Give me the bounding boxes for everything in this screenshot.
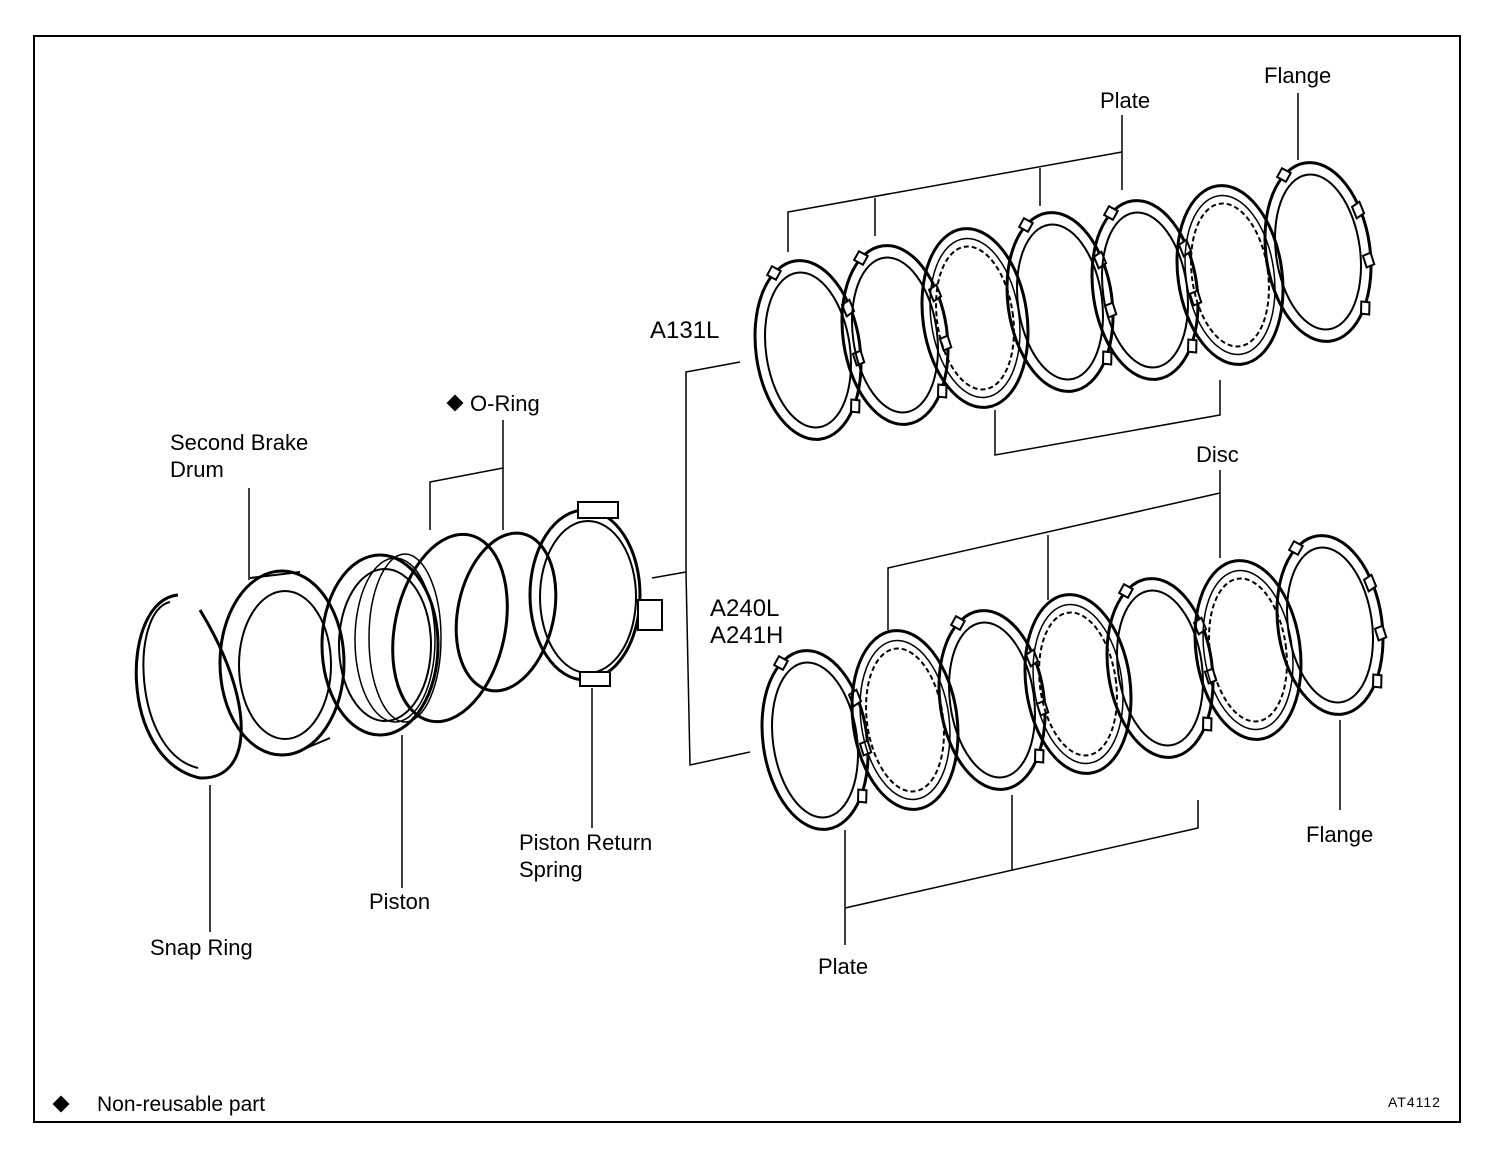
flange-top-label: Flange — [1264, 63, 1332, 88]
second-brake-drum-label-line2: Drum — [170, 457, 224, 482]
a131l-label: A131L — [650, 317, 720, 344]
a240l-label: A240L — [710, 595, 780, 622]
upper-plate-3 — [994, 203, 1128, 400]
lower-disc-1 — [839, 622, 971, 818]
o-ring-label: O-Ring — [470, 391, 540, 416]
piston-label: Piston — [369, 889, 431, 914]
second-brake-drum-drawing — [218, 569, 346, 757]
upper-flange — [1252, 153, 1386, 350]
piston-return-spring-label-line1: Piston Return — [519, 830, 653, 855]
plate-top-label: Plate — [1100, 88, 1151, 113]
leader-lines — [209, 93, 1341, 945]
plate-bottom-label: Plate — [818, 954, 869, 979]
o-ring-drawing — [391, 531, 558, 724]
legend-text: Non-reusable part — [97, 1093, 266, 1116]
piston-return-spring-drawing — [528, 501, 663, 687]
snap-ring-drawing — [134, 593, 243, 780]
piston-drawing — [320, 553, 442, 737]
lower-clutch-pack — [749, 526, 1398, 838]
a241h-label: A241H — [710, 622, 784, 649]
flange-bottom-label: Flange — [1306, 822, 1374, 847]
a240l-a241h-label: A240L A241H — [710, 595, 783, 649]
second-brake-drum-label-line1: Second Brake — [170, 430, 309, 455]
lower-plate-2 — [926, 601, 1060, 798]
piston-return-spring-label: Piston Return Spring — [519, 829, 652, 883]
snap-ring-label: Snap Ring — [150, 935, 253, 960]
piston-return-spring-label-line2: Spring — [519, 857, 583, 882]
upper-clutch-pack — [742, 153, 1386, 448]
lower-plate-1 — [749, 641, 883, 838]
disc-label: Disc — [1196, 442, 1239, 467]
upper-disc-2 — [1164, 177, 1296, 373]
diagram-frame — [33, 35, 1461, 1123]
second-brake-drum-label: Second Brake Drum — [170, 429, 308, 483]
lower-flange — [1264, 526, 1398, 723]
figure-code: AT4112 — [1388, 1094, 1441, 1110]
